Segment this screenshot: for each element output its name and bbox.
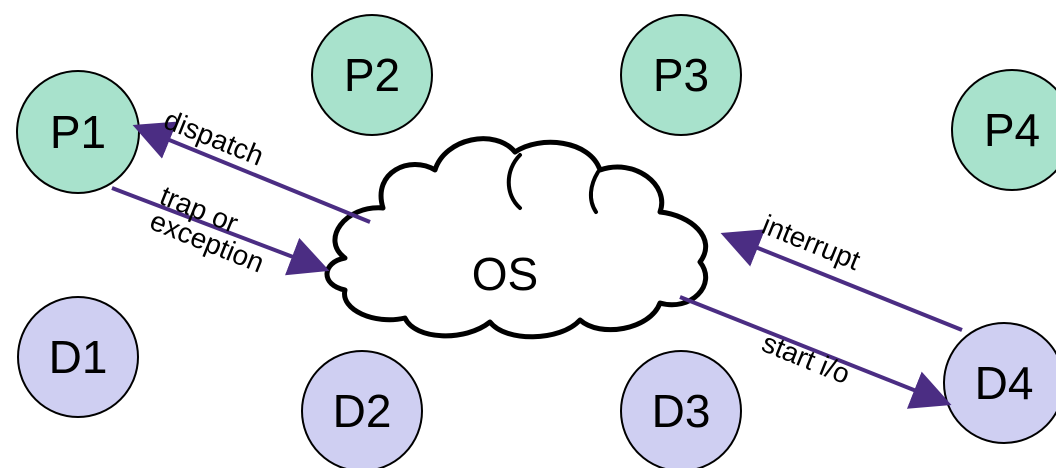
process-node-p4: P4 xyxy=(951,69,1056,191)
device-node-d3: D3 xyxy=(620,350,742,468)
device-node-d4: D4 xyxy=(943,322,1056,444)
dispatch-label: dispatch xyxy=(160,104,268,172)
process-node-p2: P2 xyxy=(311,14,433,136)
start-io-label: start i/o xyxy=(758,327,855,390)
interrupt-label: interrupt xyxy=(758,209,865,276)
interrupt-arrow xyxy=(720,229,963,332)
device-label-d4: D4 xyxy=(975,357,1034,409)
device-label-d2: D2 xyxy=(333,385,392,437)
process-label-p1: P1 xyxy=(50,106,106,158)
os-label: OS xyxy=(472,248,538,300)
process-node-p1: P1 xyxy=(16,70,140,194)
device-node-d2: D2 xyxy=(301,350,423,468)
process-label-p2: P2 xyxy=(344,49,400,101)
start-io-arrow xyxy=(679,295,952,409)
device-node-d1: D1 xyxy=(17,296,139,418)
device-label-d3: D3 xyxy=(652,385,711,437)
process-label-p3: P3 xyxy=(653,49,709,101)
dispatch-arrow xyxy=(132,121,371,224)
os-cloud: OS xyxy=(324,136,709,340)
trap-arrow xyxy=(111,186,330,276)
device-label-d1: D1 xyxy=(49,331,108,383)
process-label-p4: P4 xyxy=(984,104,1040,156)
process-node-p3: P3 xyxy=(620,14,742,136)
